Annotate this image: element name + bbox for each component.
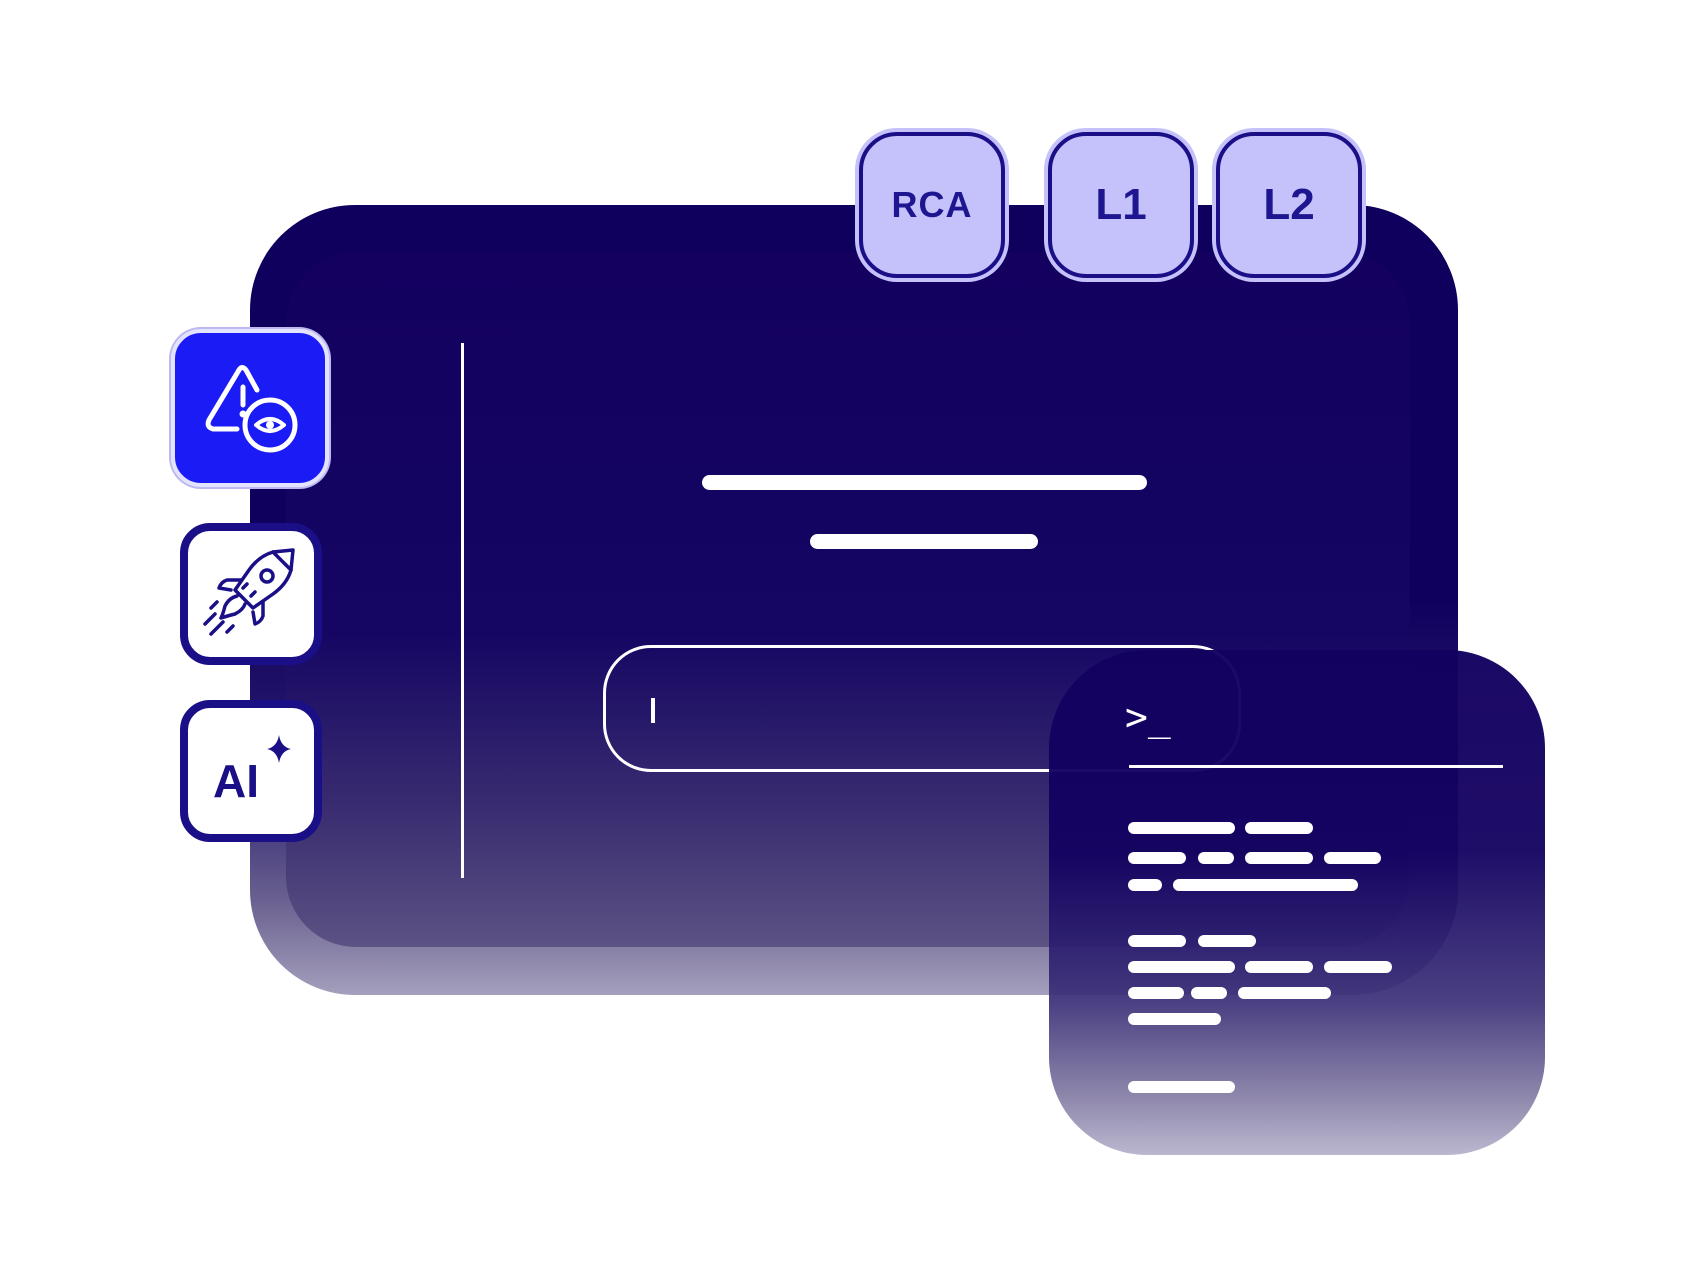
rca-badge[interactable]: RCA	[859, 132, 1005, 278]
terminal-line	[1198, 935, 1256, 947]
svg-text:AI: AI	[213, 755, 259, 807]
terminal-line	[1245, 822, 1313, 834]
ai-sparkle-icon: AI	[213, 735, 291, 807]
terminal-divider	[1129, 765, 1503, 768]
terminal-line	[1198, 852, 1234, 864]
terminal-panel	[1049, 650, 1545, 1155]
rocket-icon	[203, 548, 295, 636]
terminal-line	[1128, 987, 1184, 999]
l2-badge[interactable]: L2	[1216, 132, 1362, 278]
terminal-line	[1128, 1081, 1235, 1093]
terminal-line	[1324, 852, 1381, 864]
terminal-line	[1173, 879, 1358, 891]
terminal-line	[1324, 961, 1392, 973]
heading-placeholder	[702, 475, 1147, 490]
alert-monitor-button[interactable]	[171, 329, 329, 487]
terminal-line	[1128, 879, 1162, 891]
terminal-line	[1238, 987, 1331, 999]
l1-badge[interactable]: L1	[1048, 132, 1194, 278]
terminal-line	[1245, 852, 1313, 864]
subheading-placeholder	[810, 534, 1038, 549]
terminal-line	[1245, 961, 1313, 973]
terminal-line	[1128, 1013, 1221, 1025]
terminal-line	[1191, 987, 1227, 999]
deploy-button[interactable]	[180, 523, 322, 665]
alert-eye-icon	[205, 365, 298, 453]
terminal-line	[1128, 935, 1186, 947]
terminal-line	[1128, 852, 1186, 864]
text-cursor	[651, 698, 655, 723]
terminal-line	[1128, 961, 1235, 973]
terminal-line	[1128, 822, 1235, 834]
terminal-prompt: >_	[1125, 695, 1171, 739]
ai-assistant-button[interactable]: AI	[180, 700, 322, 842]
panel-divider	[461, 343, 464, 878]
